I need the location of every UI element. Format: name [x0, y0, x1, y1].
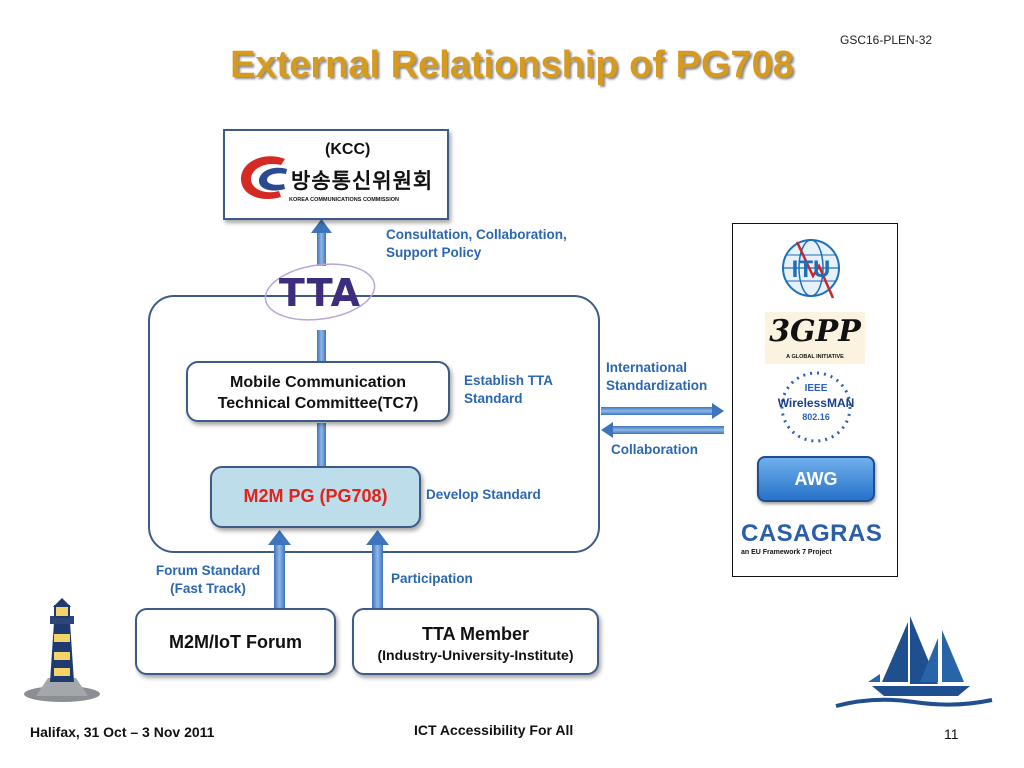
footer-event: Halifax, 31 Oct – 3 Nov 2011	[30, 724, 215, 740]
label-forum-standard-line2: (Fast Track)	[170, 581, 246, 596]
arrow-member-to-pg	[366, 530, 389, 608]
tta-logo-ellipse-icon	[264, 263, 376, 321]
itu-label: ITU	[791, 256, 831, 283]
ieee-number-label: 802.16	[802, 412, 830, 422]
ieee-wirelessman-logo: IEEE WirelessMAN 802.16	[773, 369, 859, 445]
document-id: GSC16-PLEN-32	[840, 33, 933, 47]
label-forum-standard-line1: Forum Standard	[155, 563, 261, 578]
awg-logo: AWG	[757, 456, 875, 502]
ieee-dots-ring-icon	[780, 371, 852, 443]
tc7-line1: Mobile Communication	[230, 374, 406, 391]
lighthouse-icon	[24, 598, 100, 702]
pg708-label: M2M PG (PG708)	[243, 486, 388, 506]
label-participation: Participation	[391, 571, 473, 586]
label-international: International Standardization	[606, 359, 707, 395]
label-international-line1: International	[606, 360, 688, 375]
itu-logo: ITU	[779, 236, 843, 300]
label-consultation-line2: Support Policy	[386, 245, 482, 260]
arrow-forum-to-pg	[268, 530, 291, 608]
3gpp-label: 3GPP	[769, 314, 861, 349]
forum-box: M2M/IoT Forum	[135, 608, 336, 675]
label-establish-line1: Establish TTA	[464, 373, 554, 388]
3gpp-logo: 3GPP A GLOBAL INITIATIVE	[765, 312, 865, 364]
footer-theme: ICT Accessibility For All	[414, 722, 574, 738]
tta-logo: TTA	[264, 257, 376, 327]
arrow-to-kcc	[311, 219, 332, 266]
wirelessman-label: WirelessMAN	[777, 396, 855, 410]
ieee-label: IEEE	[804, 383, 828, 394]
kcc-box: (KCC) 방송통신위원회 KOREA COMMUNICATIONS COMMI…	[223, 129, 449, 220]
slide-title: External Relationship of PG708	[230, 44, 794, 86]
kcc-english-name: KOREA COMMUNICATIONS COMMISSION	[289, 197, 399, 203]
tc7-line2: Technical Committee(TC7)	[217, 395, 419, 412]
page-number: 11	[944, 726, 959, 742]
label-develop: Develop Standard	[426, 487, 541, 502]
globe-icon	[782, 239, 840, 299]
label-consultation-line1: Consultation, Collaboration,	[386, 227, 567, 242]
arrow-from-international	[601, 422, 724, 438]
kcc-korean-name: 방송통신위원회	[291, 169, 434, 193]
tc7-box: Mobile Communication Technical Committee…	[186, 361, 450, 422]
forum-label: M2M/IoT Forum	[169, 632, 302, 652]
casagras-logo: CASAGRAS an EU Framework 7 Project	[741, 520, 891, 562]
arrow-tc7-to-tta	[317, 330, 326, 361]
tta-logo-text: TTA	[278, 271, 362, 315]
casagras-label: CASAGRAS	[741, 520, 883, 547]
kcc-abbreviation: (KCC)	[325, 141, 371, 158]
international-orgs-panel: ITU 3GPP A GLOBAL INITIATIVE IEEE Wirele…	[732, 223, 898, 577]
member-subtitle: (Industry-University-Institute)	[377, 647, 574, 663]
arrow-to-international	[601, 403, 724, 419]
label-establish-line2: Standard	[464, 391, 523, 406]
kcc-logo-icon	[241, 156, 287, 199]
pg708-box: M2M PG (PG708)	[210, 466, 421, 528]
label-forum-standard: Forum Standard (Fast Track)	[148, 562, 268, 598]
3gpp-subtitle: A GLOBAL INITIATIVE	[786, 354, 844, 360]
member-box: TTA Member (Industry-University-Institut…	[352, 608, 599, 675]
casagras-subtitle: an EU Framework 7 Project	[741, 549, 832, 556]
arrow-pg-to-tc7	[317, 423, 326, 466]
member-title: TTA Member	[421, 624, 529, 644]
label-collaboration: Collaboration	[611, 442, 698, 457]
label-consultation: Consultation, Collaboration, Support Pol…	[386, 226, 567, 262]
label-international-line2: Standardization	[606, 378, 708, 393]
label-establish: Establish TTA Standard	[464, 372, 553, 408]
sailing-ship-icon	[835, 616, 993, 708]
